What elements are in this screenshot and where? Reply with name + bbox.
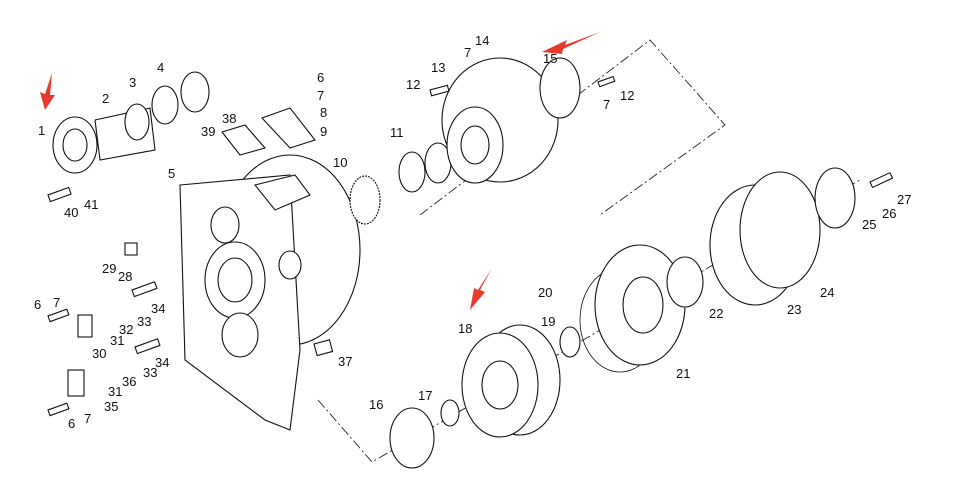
- part-number-label: 28: [118, 269, 132, 284]
- part-number-label: 8: [320, 105, 327, 120]
- part-number-label: 12: [406, 77, 420, 92]
- part-plate-22: [666, 256, 704, 308]
- part-gasket-39: [221, 124, 266, 156]
- part-number-label: 13: [431, 60, 445, 75]
- part-number-label: 31: [110, 333, 124, 348]
- part-o-ring-4: [180, 71, 210, 113]
- part-plug-37: [313, 339, 334, 357]
- part-converter-cover: [441, 57, 559, 184]
- part-flange-25: [814, 167, 856, 229]
- part-cover-plate-8: [261, 107, 316, 149]
- part-number-label: 7: [603, 97, 610, 112]
- part-number-label: 18: [458, 321, 472, 336]
- part-number-label: 29: [102, 261, 116, 276]
- part-number-label: 12: [620, 88, 634, 103]
- part-number-label: 38: [222, 111, 236, 126]
- part-gasket-15: [539, 57, 581, 119]
- part-number-label: 7: [317, 88, 324, 103]
- part-number-label: 15: [543, 51, 557, 66]
- part-bearing-11a: [398, 151, 426, 193]
- part-number-label: 3: [129, 75, 136, 90]
- part-bolt-12: [429, 84, 450, 97]
- part-number-label: 34: [155, 355, 169, 370]
- part-number-label: 11: [390, 125, 404, 140]
- part-snap-ring-17: [440, 399, 460, 427]
- part-number-label: 1: [38, 123, 45, 138]
- part-number-label: 36: [122, 374, 136, 389]
- part-bolt-27: [869, 171, 894, 189]
- part-number-label: 31: [108, 384, 122, 399]
- part-pin-34b: [134, 338, 161, 355]
- part-pin-34a: [131, 281, 158, 298]
- part-number-label: 32: [119, 322, 133, 337]
- part-number-label: 7: [84, 411, 91, 426]
- part-number-label: 34: [151, 301, 165, 316]
- part-bolt-6b: [47, 402, 70, 417]
- part-o-ring-3: [151, 85, 179, 125]
- part-number-label: 33: [137, 314, 151, 329]
- part-flywheel-plate-24: [739, 171, 821, 289]
- part-number-label: 39: [201, 124, 215, 139]
- part-seal-19: [559, 326, 581, 358]
- part-number-label: 2: [102, 91, 109, 106]
- part-plug-29: [124, 242, 138, 256]
- part-bolt-40: [47, 186, 72, 203]
- part-bolt-6a: [47, 308, 70, 323]
- part-number-label: 20: [538, 285, 552, 300]
- part-number-label: 7: [464, 45, 471, 60]
- part-number-label: 27: [897, 192, 911, 207]
- part-housing: [179, 154, 361, 431]
- part-number-label: 26: [882, 206, 896, 221]
- red-arrow-icon: [40, 73, 55, 110]
- part-number-label: 16: [369, 397, 383, 412]
- part-number-label: 22: [709, 306, 723, 321]
- part-number-label: 41: [84, 197, 98, 212]
- part-number-label: 14: [475, 33, 489, 48]
- part-number-label: 4: [157, 60, 164, 75]
- part-bracket-35: [67, 369, 85, 397]
- part-number-label: 37: [338, 354, 352, 369]
- part-number-label: 35: [104, 399, 118, 414]
- part-number-label: 6: [68, 416, 75, 431]
- part-number-label: 23: [787, 302, 801, 317]
- part-pump-housing-21: [594, 244, 686, 366]
- part-number-label: 25: [862, 217, 876, 232]
- part-number-label: 30: [92, 346, 106, 361]
- part-number-label: 6: [317, 70, 324, 85]
- part-gear-10: [349, 175, 381, 225]
- part-ring-gear-16: [389, 407, 435, 469]
- part-number-label: 5: [168, 166, 175, 181]
- part-bolt-12b: [597, 75, 616, 88]
- red-arrow-icon: [470, 268, 492, 310]
- part-number-label: 10: [333, 155, 347, 170]
- part-torque-converter: [461, 324, 561, 438]
- part-number-label: 7: [53, 295, 60, 310]
- part-number-label: 19: [541, 314, 555, 329]
- part-number-label: 24: [820, 285, 834, 300]
- part-number-label: 6: [34, 297, 41, 312]
- part-number-label: 17: [418, 388, 432, 403]
- part-bracket-30: [77, 314, 93, 338]
- part-number-label: 40: [64, 205, 78, 220]
- part-number-label: 9: [320, 124, 327, 139]
- indicator-arrows: [40, 32, 600, 310]
- part-number-label: 33: [143, 365, 157, 380]
- part-number-label: 21: [676, 366, 690, 381]
- red-arrow-icon: [542, 32, 600, 54]
- part-o-ring-2: [124, 103, 150, 141]
